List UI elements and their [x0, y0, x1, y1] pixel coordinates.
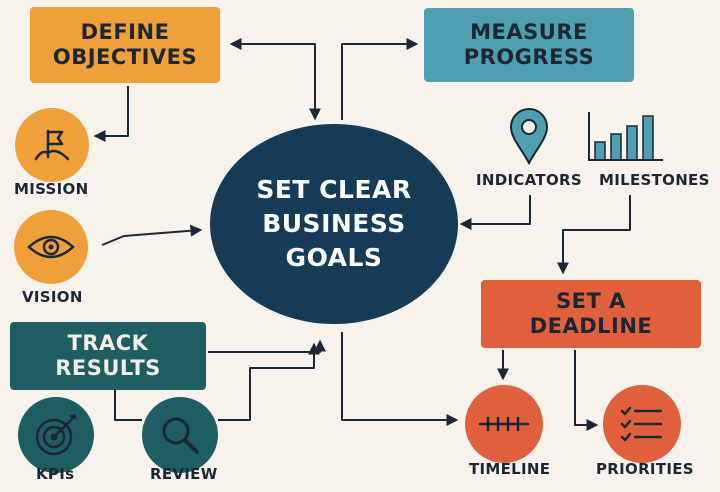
flag-icon	[34, 129, 70, 161]
kpis-label: KPIs	[36, 465, 75, 483]
arrow-track-center	[208, 339, 326, 353]
arrow-define-center	[229, 38, 321, 121]
review-badge	[142, 397, 218, 473]
arrow-indicators-center	[459, 195, 531, 230]
arrow-center-timeline	[341, 332, 459, 426]
mission-badge	[15, 108, 89, 182]
checklist-icon	[620, 406, 663, 442]
define-objectives-box: DEFINE OBJECTIVES	[30, 7, 220, 83]
indicators-label: INDICATORS	[476, 171, 582, 189]
milestones-label: MILESTONES	[599, 171, 710, 189]
map-pin-icon	[509, 108, 549, 166]
kpis-badge	[18, 397, 94, 473]
review-label: REVIEW	[150, 465, 218, 483]
priorities-badge	[603, 385, 681, 463]
arrow-milestones-deadline	[557, 195, 631, 275]
mission-label: MISSION	[14, 180, 89, 198]
set-deadline-box: SET A DEADLINE	[481, 280, 701, 348]
track-results-box: TRACK RESULTS	[10, 322, 206, 390]
bar-chart-icon	[588, 112, 663, 161]
timeline-label: TIMELINE	[469, 460, 551, 478]
target-icon	[35, 414, 77, 456]
eye-icon	[27, 235, 75, 259]
measure-progress-box: MEASURE PROGRESS	[424, 8, 634, 82]
center-goal-circle: SET CLEAR BUSINESS GOALS	[210, 124, 458, 324]
arrow-define-mission	[93, 86, 129, 142]
arrow-vision-center	[101, 224, 203, 246]
magnifier-icon	[162, 417, 199, 454]
timeline-icon	[478, 416, 530, 432]
vision-badge	[14, 210, 88, 284]
arrow-center-measure	[341, 38, 419, 120]
arrow-review-center	[114, 345, 314, 421]
arrow-deadline-priorities	[574, 350, 599, 431]
vision-label: VISION	[22, 288, 83, 306]
priorities-label: PRIORITIES	[596, 460, 694, 478]
timeline-badge	[465, 385, 543, 463]
